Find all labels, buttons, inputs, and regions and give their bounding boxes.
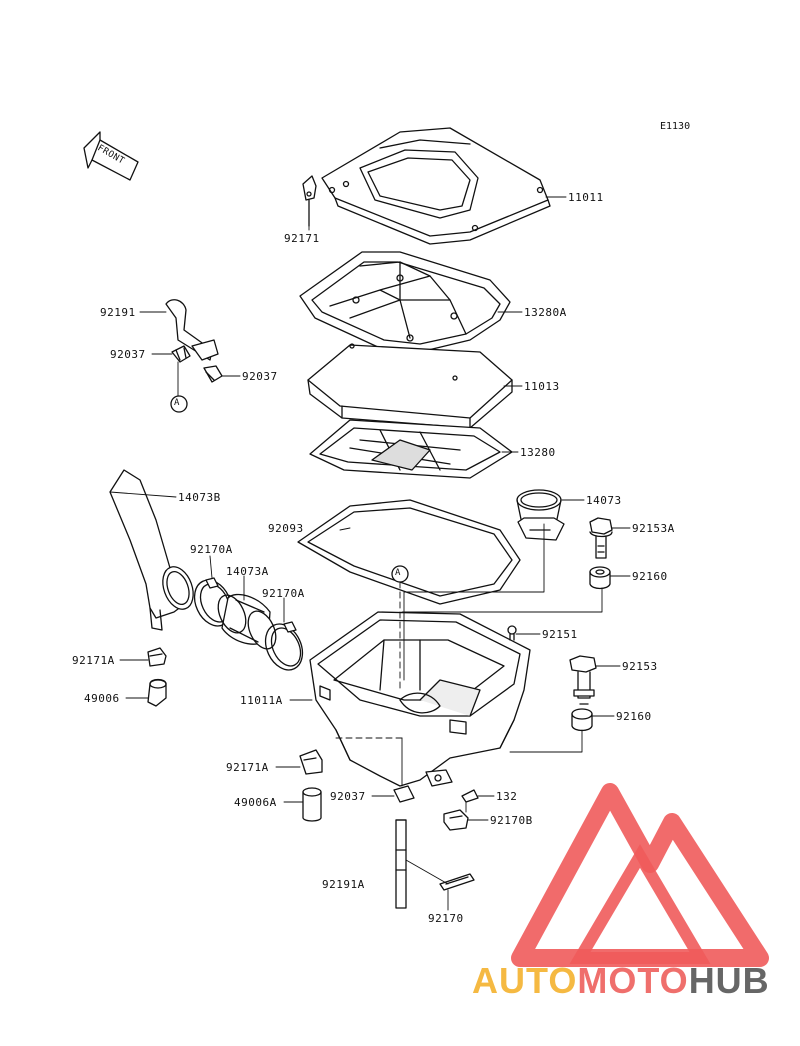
screw-92151 xyxy=(507,625,517,641)
label-92171A-1: 92171A xyxy=(72,654,115,667)
label-92151: 92151 xyxy=(542,628,578,641)
clip-92171 xyxy=(302,175,317,227)
label-92160-2: 92160 xyxy=(616,710,652,723)
grommet-92160-2 xyxy=(571,708,593,732)
drain-tube-49006A xyxy=(302,787,322,822)
grommet-92160-1 xyxy=(589,566,611,590)
hose-92191 xyxy=(165,299,219,361)
label-14073A: 14073A xyxy=(226,565,269,578)
watermark-logo-icon xyxy=(511,783,769,967)
label-49006: 49006 xyxy=(84,692,120,705)
cable-band-92170 xyxy=(439,873,475,891)
intake-duct-14073A xyxy=(217,593,277,650)
label-92037-left: 92037 xyxy=(110,348,146,361)
gasket-92093 xyxy=(297,499,521,605)
intake-duct-14073B xyxy=(109,469,194,631)
clamp-92170B xyxy=(443,809,469,831)
label-92170A-1: 92170A xyxy=(190,543,233,556)
watermark-part-1: AUTO xyxy=(472,960,578,1001)
watermark-text: AUTOMOTOHUB xyxy=(472,960,770,1002)
leader-lines xyxy=(109,196,631,911)
air-filter-element-11013 xyxy=(307,343,513,429)
label-13280: 13280 xyxy=(520,446,556,459)
watermark-part-3: HUB xyxy=(688,960,770,1001)
ref-marker-a-housing xyxy=(391,565,409,583)
clamp-92037-right xyxy=(203,365,223,383)
fitting-132 xyxy=(461,789,479,803)
clip-92171A-2 xyxy=(299,749,323,775)
label-11011: 11011 xyxy=(568,191,604,204)
ref-marker-a-top xyxy=(170,395,188,413)
label-14073B: 14073B xyxy=(178,491,221,504)
bolt-92153A xyxy=(589,517,613,559)
label-92191A: 92191A xyxy=(322,878,365,891)
label-92160-1: 92160 xyxy=(632,570,668,583)
diagram-code: E1130 xyxy=(660,121,691,132)
bolt-92153 xyxy=(569,655,597,705)
front-arrow-icon xyxy=(83,131,139,181)
drain-hose-92191A xyxy=(395,819,407,909)
intake-funnel-14073 xyxy=(516,489,565,541)
clamp-92037-bottom xyxy=(393,785,415,803)
label-14073: 14073 xyxy=(586,494,622,507)
label-92170B: 92170B xyxy=(490,814,533,827)
label-92171A-2: 92171A xyxy=(226,761,269,774)
air-cleaner-cover xyxy=(321,127,551,245)
label-92170: 92170 xyxy=(428,912,464,925)
label-92170A-2: 92170A xyxy=(262,587,305,600)
label-132: 132 xyxy=(496,790,518,803)
watermark-part-2: MOTO xyxy=(577,960,689,1001)
clamp-92037-left xyxy=(171,345,191,363)
label-92191: 92191 xyxy=(100,306,136,319)
air-cleaner-housing-11011A xyxy=(309,611,531,787)
filter-holder-13280A xyxy=(299,251,511,353)
label-92171: 92171 xyxy=(284,232,320,245)
ref-marker-a-top-label: A xyxy=(174,398,180,408)
label-92037-right: 92037 xyxy=(242,370,278,383)
label-11011A: 11011A xyxy=(240,694,283,707)
label-92037-bottom: 92037 xyxy=(330,790,366,803)
clip-92171A-1 xyxy=(147,647,167,667)
hose-clamp-92170A-2 xyxy=(264,621,304,671)
drain-cap-49006 xyxy=(147,678,167,707)
label-92153A: 92153A xyxy=(632,522,675,535)
label-11013: 11013 xyxy=(524,380,560,393)
ref-marker-a-housing-label: A xyxy=(395,568,401,578)
label-49006A: 49006A xyxy=(234,796,277,809)
label-92153: 92153 xyxy=(622,660,658,673)
label-92093: 92093 xyxy=(268,522,304,535)
label-13280A: 13280A xyxy=(524,306,567,319)
filter-holder-13280 xyxy=(309,419,513,479)
